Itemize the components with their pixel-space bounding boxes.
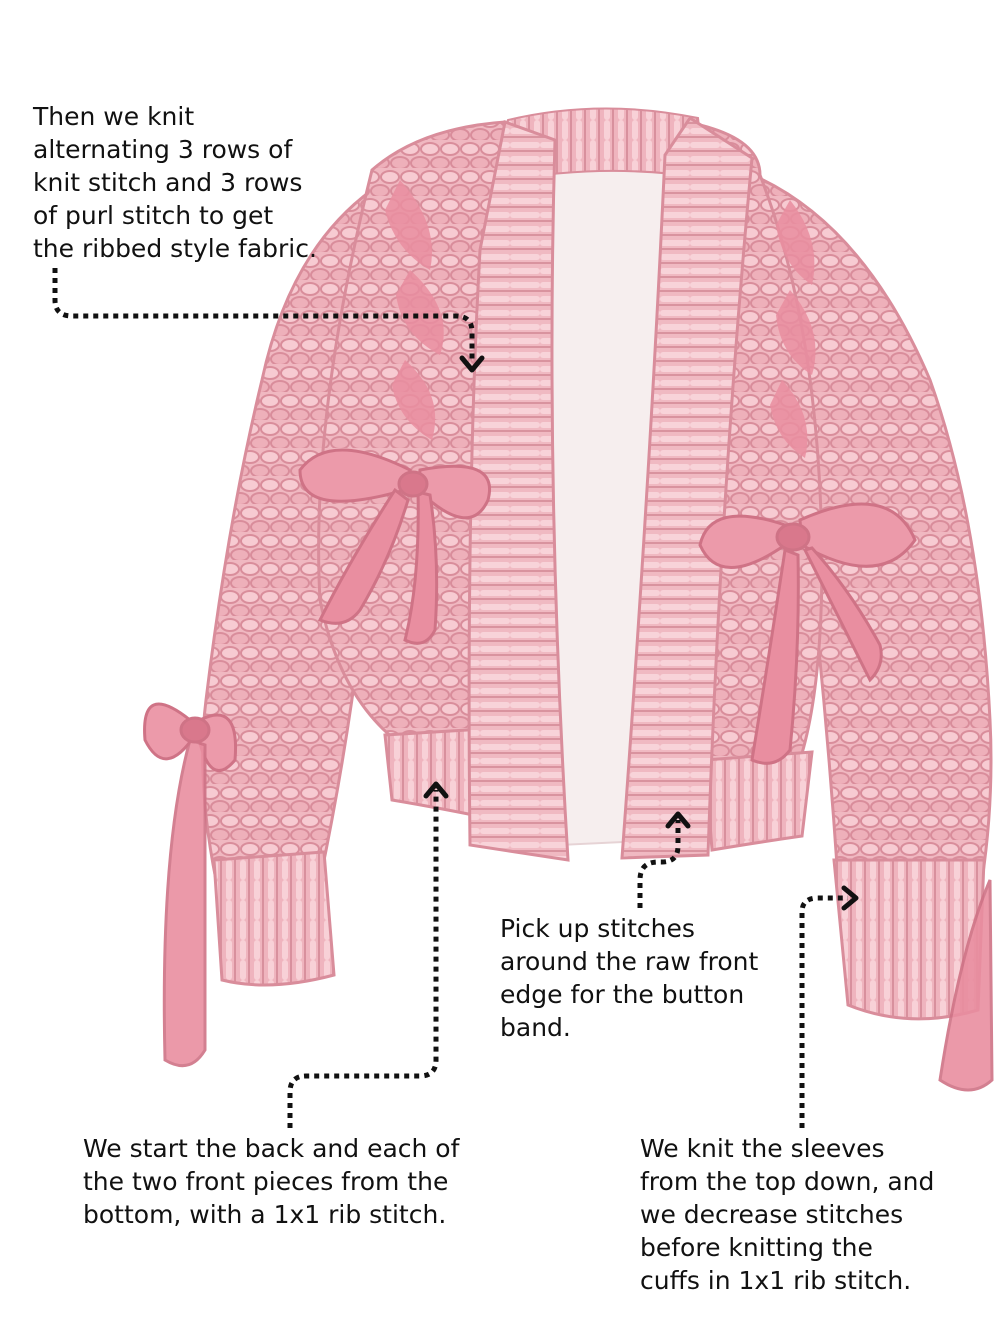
right-sleeve-ribbon: [938, 879, 994, 1092]
leader-ribbed-fabric: [52, 268, 475, 362]
annotation-leaders: [52, 268, 848, 1128]
right-button-band: [620, 115, 754, 860]
left-sleeve-bow: [143, 702, 238, 1068]
arrowhead-button-band: [665, 811, 691, 829]
right-hem-rib: [703, 750, 814, 852]
annotation-sleeves: We knit the sleeves from the top down, a…: [640, 1134, 935, 1295]
leader-hem-rib: [287, 790, 439, 1128]
leader-sleeve-cuff: [799, 895, 848, 1128]
left-front-bow: [298, 448, 491, 645]
right-ribbon-lacing: [770, 200, 816, 458]
annotation-arrowheads: [423, 355, 859, 911]
arrowhead-ribbed-fabric: [459, 355, 485, 373]
annotation-bottom-rib: We start the back and each of the two fr…: [83, 1134, 460, 1229]
right-front-bow: [698, 502, 917, 765]
annotation-ribbed-fabric: Then we knit alternating 3 rows of knit …: [33, 102, 317, 263]
left-cuff: [212, 850, 336, 987]
annotation-button-band: Pick up stitches around the raw front ed…: [500, 914, 759, 1042]
leader-button-band: [637, 820, 681, 908]
arrowhead-sleeve-cuff: [841, 885, 859, 911]
left-button-band: [467, 119, 570, 862]
left-ribbon-lacing: [385, 180, 444, 440]
arrowhead-hem-rib: [423, 781, 449, 799]
